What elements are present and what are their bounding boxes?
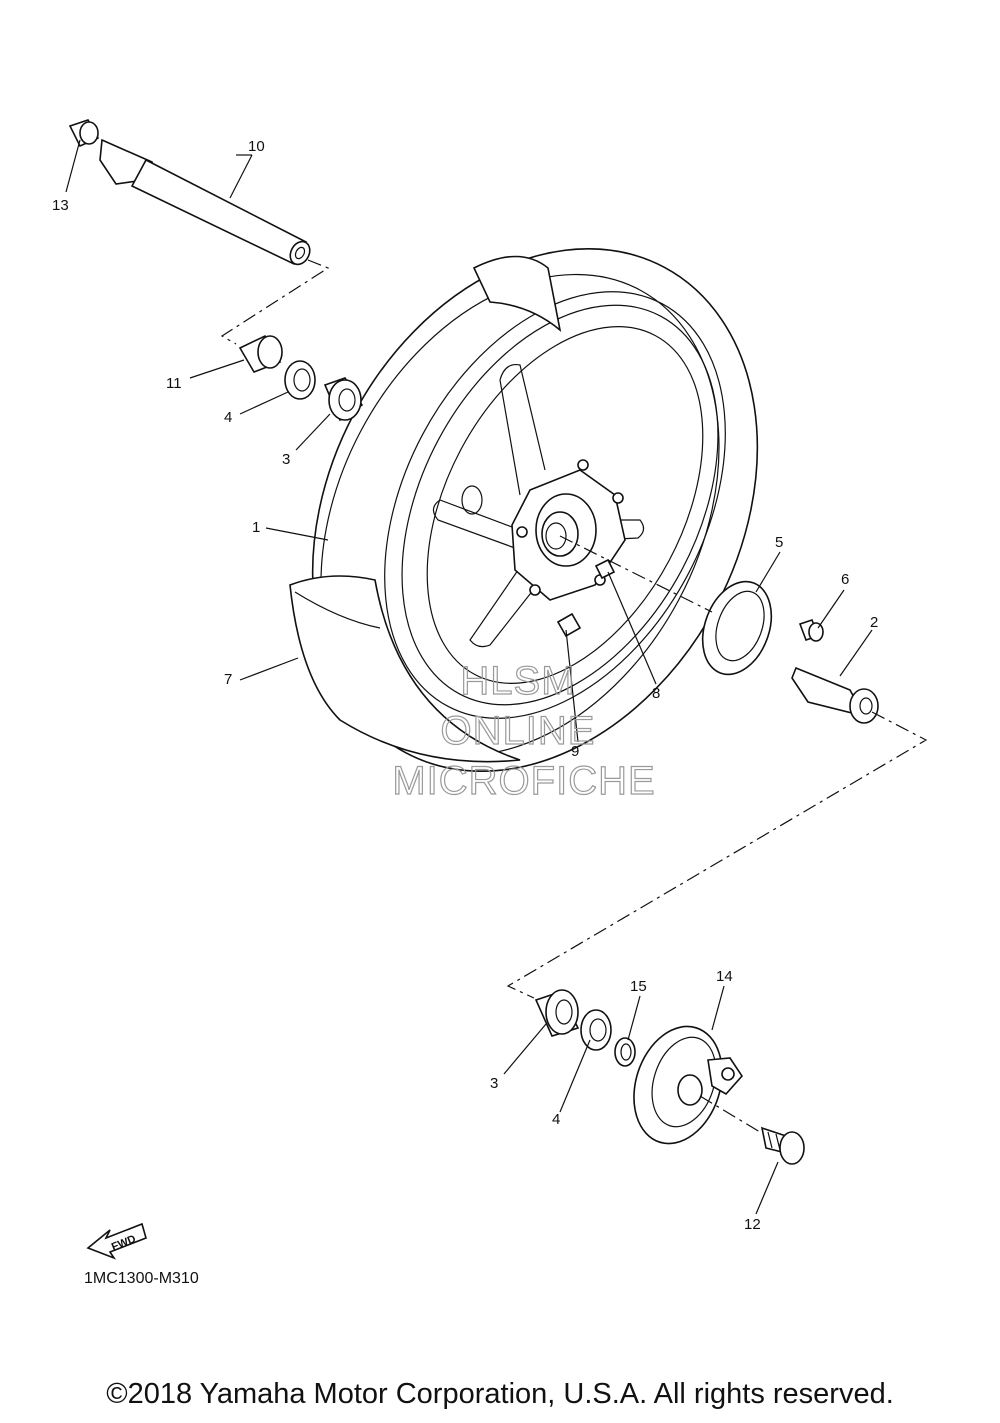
rim-outer	[384, 291, 726, 719]
hub-bore	[545, 522, 567, 550]
callout-12: 12	[744, 1216, 761, 1233]
watermark-line-2: ONLINE	[441, 709, 596, 753]
oil-seal-top	[284, 360, 316, 400]
tire-cutaway-bottom	[289, 575, 521, 763]
spoke-right	[590, 519, 645, 541]
callout-15: 15	[630, 978, 647, 995]
tire-cutaway-bottom-edge	[294, 591, 381, 629]
callout-3: 3	[490, 1075, 498, 1092]
rim-channel	[426, 326, 704, 684]
leader-lines	[65, 139, 873, 1215]
collar-spacer	[238, 334, 283, 373]
hub-bolt-hole	[529, 584, 541, 596]
axle-bolt	[760, 1126, 805, 1165]
callout-4: 4	[552, 1111, 560, 1128]
spoke-left	[432, 499, 521, 549]
spoke-slot	[461, 485, 483, 515]
callout-10: 10	[248, 138, 265, 155]
spoke-upper	[499, 363, 546, 496]
diagram-code: 1MC1300-M310	[84, 1270, 199, 1287]
bolt-small	[798, 618, 824, 642]
collar-right	[791, 666, 879, 724]
hub-bolt-hole	[516, 526, 528, 538]
axle-end-bore	[294, 246, 306, 260]
axis-line-upper	[220, 259, 330, 345]
tire-cutaway-top	[472, 255, 562, 333]
valve-stem	[556, 612, 582, 638]
speedometer-gear-unit	[633, 1025, 744, 1145]
spoke-lower	[469, 559, 546, 648]
callout-labels: 1 2 3 3 4 4 5 6 7 8 9 10 11 12 13 14 15	[52, 138, 878, 1233]
axis-line-lower	[506, 711, 928, 999]
callout-5: 5	[775, 534, 783, 551]
callout-9: 9	[571, 743, 579, 760]
watermark-line-1: HLSM	[460, 659, 575, 703]
axis-line-bolt	[699, 1095, 761, 1133]
rim-inner	[401, 304, 719, 706]
balance-weight	[594, 558, 616, 580]
callout-2: 2	[870, 614, 878, 631]
oil-seal-right	[701, 580, 773, 676]
watermark-line-3: MICROFICHE	[392, 759, 655, 803]
hub-bearing-seat	[541, 511, 579, 557]
fwd-arrow-icon: FWD	[86, 1222, 147, 1260]
axis-line-hub	[559, 535, 713, 613]
callout-7: 7	[224, 671, 232, 688]
callout-13: 13	[52, 197, 69, 214]
bearing-bottom	[534, 989, 580, 1037]
axle-end	[289, 240, 311, 266]
watermark: HLSM ONLINE MICROFICHE	[392, 658, 656, 803]
oil-seal-bottom	[580, 1009, 612, 1051]
callout-4: 4	[224, 409, 232, 426]
axle-collar	[68, 119, 100, 148]
callout-6: 6	[841, 571, 849, 588]
hub-bolt-hole	[577, 459, 589, 471]
callout-11: 11	[166, 375, 182, 392]
wheel-assembly	[289, 248, 759, 772]
callout-14: 14	[716, 968, 733, 985]
hub-bolt-hole	[612, 492, 624, 504]
callout-1: 1	[252, 519, 260, 536]
axle-body	[130, 158, 308, 266]
axle-shaft	[99, 138, 311, 266]
bearing-top	[323, 377, 364, 422]
copyright-notice: ©2018 Yamaha Motor Corporation, U.S.A. A…	[106, 1378, 894, 1410]
callout-8: 8	[652, 685, 660, 702]
circlip	[614, 1037, 636, 1067]
callout-3: 3	[282, 451, 290, 468]
